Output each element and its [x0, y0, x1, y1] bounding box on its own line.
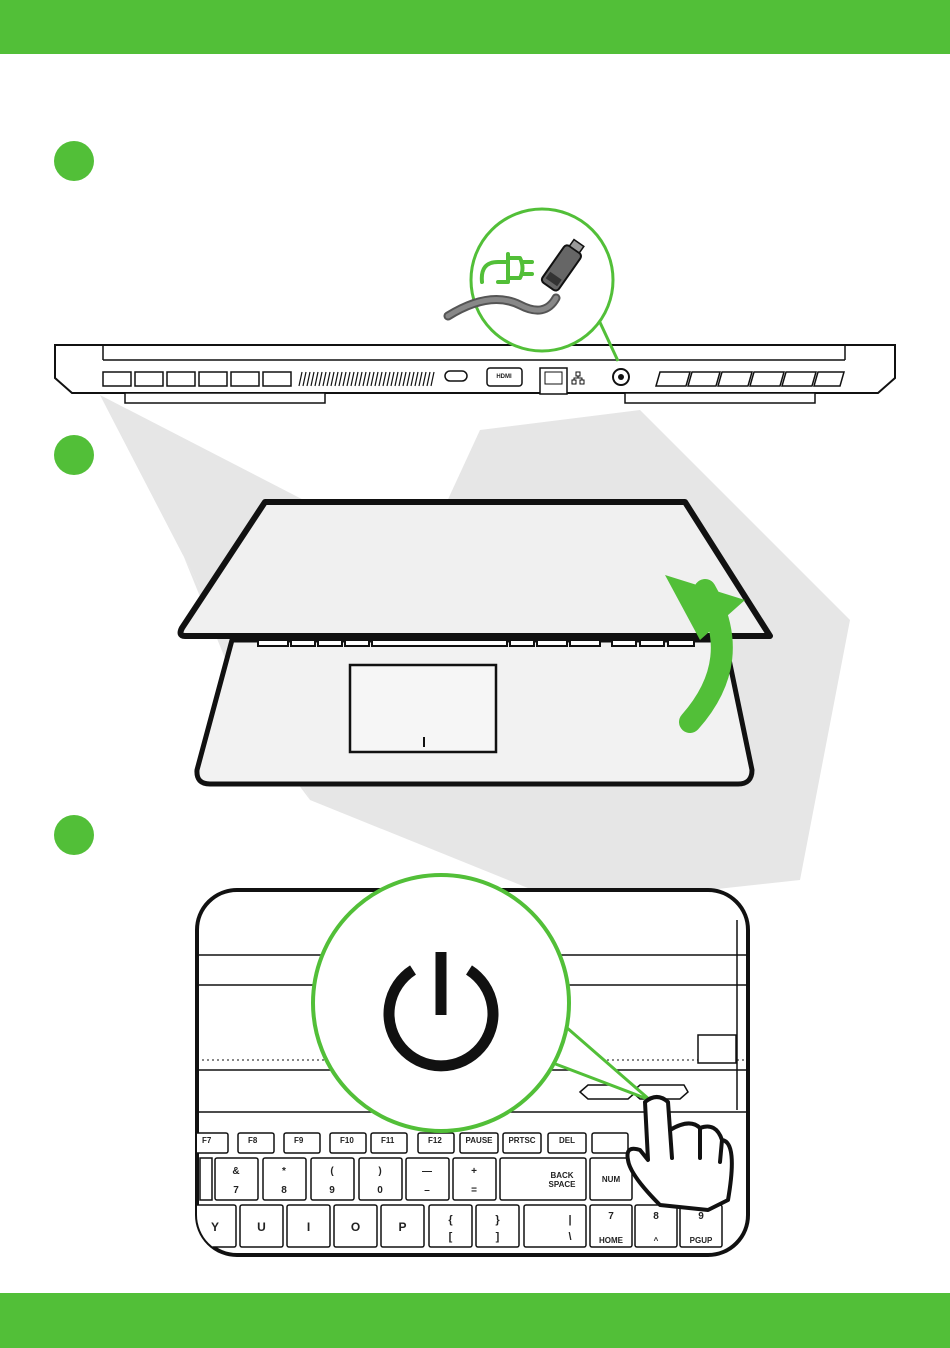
key-bottom-label: \	[568, 1231, 571, 1243]
key-label: F7	[202, 1136, 212, 1145]
svg-text:BACK: BACK	[550, 1171, 573, 1180]
key-num-lock[interactable]: NUM	[590, 1158, 632, 1200]
key-top-label: |	[568, 1214, 571, 1226]
numpad-key-8[interactable]: 8^	[635, 1205, 677, 1247]
svg-text:SPACE: SPACE	[549, 1180, 577, 1189]
key-bottom-label: ^	[654, 1236, 659, 1245]
key-bottom-label: 9	[329, 1185, 335, 1196]
key-label: F8	[248, 1136, 258, 1145]
key-f12[interactable]: F12	[418, 1133, 454, 1153]
key-top-label: 7	[608, 1211, 614, 1222]
key-f8[interactable]: F8	[238, 1133, 274, 1153]
key-letter-5[interactable]: {[	[429, 1205, 472, 1247]
key-top-label: }	[495, 1214, 500, 1226]
usb-c-port	[445, 371, 467, 381]
key-top-label: &	[232, 1166, 239, 1177]
key-top-label: 8	[653, 1211, 659, 1222]
hdmi-port-label: HDMI	[496, 374, 512, 380]
key-f9[interactable]: F9	[284, 1133, 320, 1153]
key-bottom-label: 0	[377, 1185, 383, 1196]
key-f11[interactable]: F11	[371, 1133, 407, 1153]
key-bottom-label: PGUP	[690, 1236, 713, 1245]
key-num-3[interactable]: )0	[359, 1158, 402, 1200]
key-label: F11	[381, 1136, 395, 1145]
key-prtsc[interactable]: PRTSC	[503, 1133, 541, 1153]
key-num-4[interactable]: —–	[406, 1158, 449, 1200]
key-num-2[interactable]: (9	[311, 1158, 354, 1200]
key-bottom-label: HOME	[599, 1236, 624, 1245]
key-bottom-label: –	[424, 1185, 430, 1196]
key-top-label: I	[307, 1220, 310, 1234]
keyboard-front-row	[258, 640, 694, 646]
key-f10[interactable]: F10	[330, 1133, 366, 1153]
laptop-rear-view: HDMI	[55, 345, 895, 403]
key-top-label: U	[257, 1220, 266, 1234]
key-label: PRTSC	[508, 1136, 535, 1145]
key-letter-3[interactable]: O	[334, 1205, 377, 1247]
key-label: F9	[294, 1136, 304, 1145]
key-num-0[interactable]: &7	[215, 1158, 258, 1200]
key-label: F10	[340, 1136, 354, 1145]
key-top-label: P	[398, 1220, 406, 1234]
key-label: F12	[428, 1136, 442, 1145]
power-adapter-callout	[448, 209, 618, 361]
key-top-label: O	[351, 1220, 360, 1234]
key-letter-6[interactable]: }]	[476, 1205, 519, 1247]
key-f7[interactable]: F7	[192, 1133, 228, 1153]
key-top-label: 9	[698, 1211, 704, 1222]
key-bottom-label: 8	[281, 1185, 287, 1196]
key-letter-4[interactable]: P	[381, 1205, 424, 1247]
key-pause[interactable]: PAUSE	[460, 1133, 498, 1153]
key-top-label: Y	[211, 1220, 219, 1234]
key-bottom-label: [	[449, 1231, 453, 1243]
key-num-5[interactable]: +=	[453, 1158, 496, 1200]
key-top-label: {	[448, 1214, 453, 1226]
key-del[interactable]: DEL	[548, 1133, 586, 1153]
laptop-opening	[181, 502, 770, 784]
key-label: DEL	[559, 1136, 575, 1145]
key-bottom-label: =	[471, 1185, 477, 1196]
key-top-label: —	[422, 1166, 432, 1177]
key-letter-1[interactable]: U	[240, 1205, 283, 1247]
key-bottom-label: ]	[496, 1231, 500, 1243]
key-top-label: )	[378, 1166, 381, 1177]
key-top-label: +	[471, 1166, 477, 1177]
key-letter-2[interactable]: I	[287, 1205, 330, 1247]
laptop-lid	[181, 502, 770, 636]
key-bottom-label: 7	[233, 1185, 239, 1196]
key-letter-0[interactable]: Y	[194, 1205, 236, 1247]
key-label: PAUSE	[466, 1136, 494, 1145]
right-vents	[656, 372, 844, 386]
key-letter-7[interactable]: |\	[524, 1205, 586, 1247]
key-num-1[interactable]: *8	[263, 1158, 306, 1200]
key-top-label: *	[282, 1166, 286, 1177]
svg-text:NUM: NUM	[602, 1175, 621, 1184]
